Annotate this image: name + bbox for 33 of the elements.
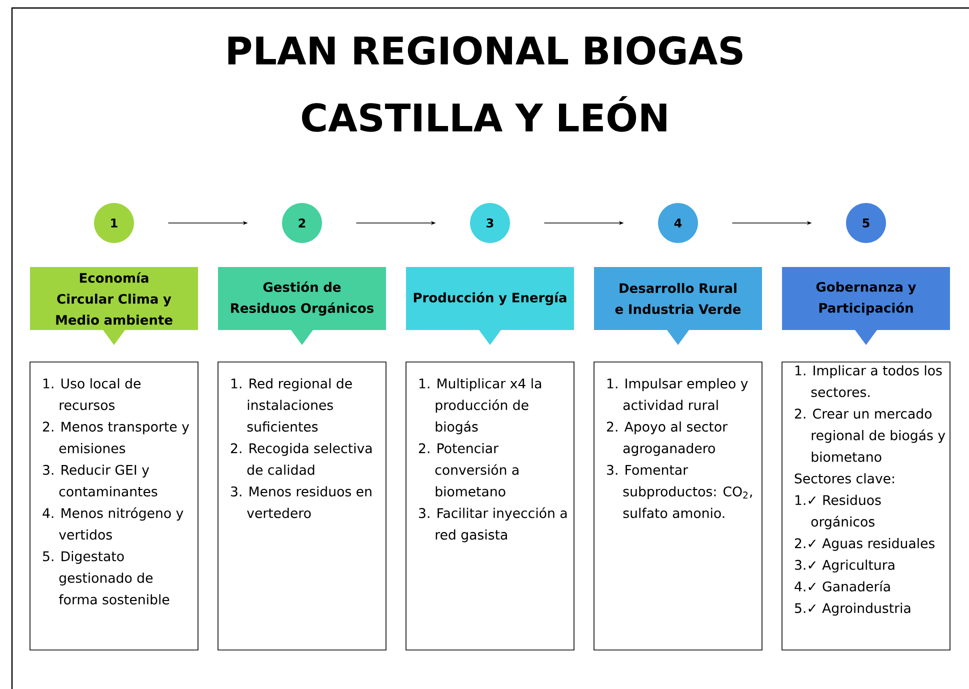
list-item: Sectores clave: xyxy=(794,473,894,484)
content-box xyxy=(406,362,574,650)
list-item: 1. Uso local de recursos xyxy=(43,378,140,410)
list-item: 2. Menos transporte y emisiones xyxy=(42,422,190,454)
content-box xyxy=(30,362,198,650)
list-item: 2. Crear un mercado regional de biogás y biometano xyxy=(794,408,946,462)
list-item: 4. Menos nitrógeno y vertidos xyxy=(42,507,184,540)
list-item: 1.✓ Residuos orgánicos xyxy=(795,494,881,530)
list-item: 3. Fomentar subproductos: CO$_{2}$, sulfato amonio. xyxy=(607,464,752,518)
callout-box: Desarrollo Rural e Industria Verde xyxy=(594,267,762,345)
callout-box: Gestión de Residuos Orgánicos xyxy=(218,267,386,345)
list-item: 2. Recogida selectiva de calidad xyxy=(230,443,372,475)
list-item: 3. Menos residuos en vertedero xyxy=(231,486,372,518)
content-box xyxy=(218,362,386,650)
list-item: 1. Red regional de instalaciones suficientes xyxy=(231,378,352,432)
list-item: 3. Facilitar inyección a red gasista xyxy=(419,507,567,542)
callout-box: Producción y Energía xyxy=(406,267,574,345)
list-item: 1. Multiplicar x4 la producción de biogás xyxy=(419,378,542,434)
list-item: 4.✓ Ganadería xyxy=(794,580,890,592)
content-box xyxy=(594,362,762,650)
list-item: 3. Reducir GEI y contaminantes xyxy=(43,464,158,496)
callout-box: Economía Circular Clima y Medio ambiente xyxy=(30,267,198,345)
list-item: 2. Apoyo al sector agroganadero xyxy=(606,421,728,456)
title: PLAN REGIONAL BIOGAS CASTILLA Y LEÓN xyxy=(228,36,742,132)
list-item: 5.✓ Agroindustria xyxy=(795,602,910,616)
list-item: 2. Potenciar conversión a biometano xyxy=(418,443,518,496)
list-item: 2.✓ Aguas residuales xyxy=(794,538,935,551)
callout-box: Gobernanza y Participación xyxy=(782,267,950,345)
list-item: 1. Impulsar empleo y actividad rural xyxy=(607,378,748,410)
list-item: 5. Digestato gestionado de forma sostenible xyxy=(43,551,170,604)
list-item: 3.✓ Agricultura xyxy=(795,560,894,572)
content-box xyxy=(782,362,950,650)
list-item: 1. Implicar a todos los sectores. xyxy=(795,365,942,398)
